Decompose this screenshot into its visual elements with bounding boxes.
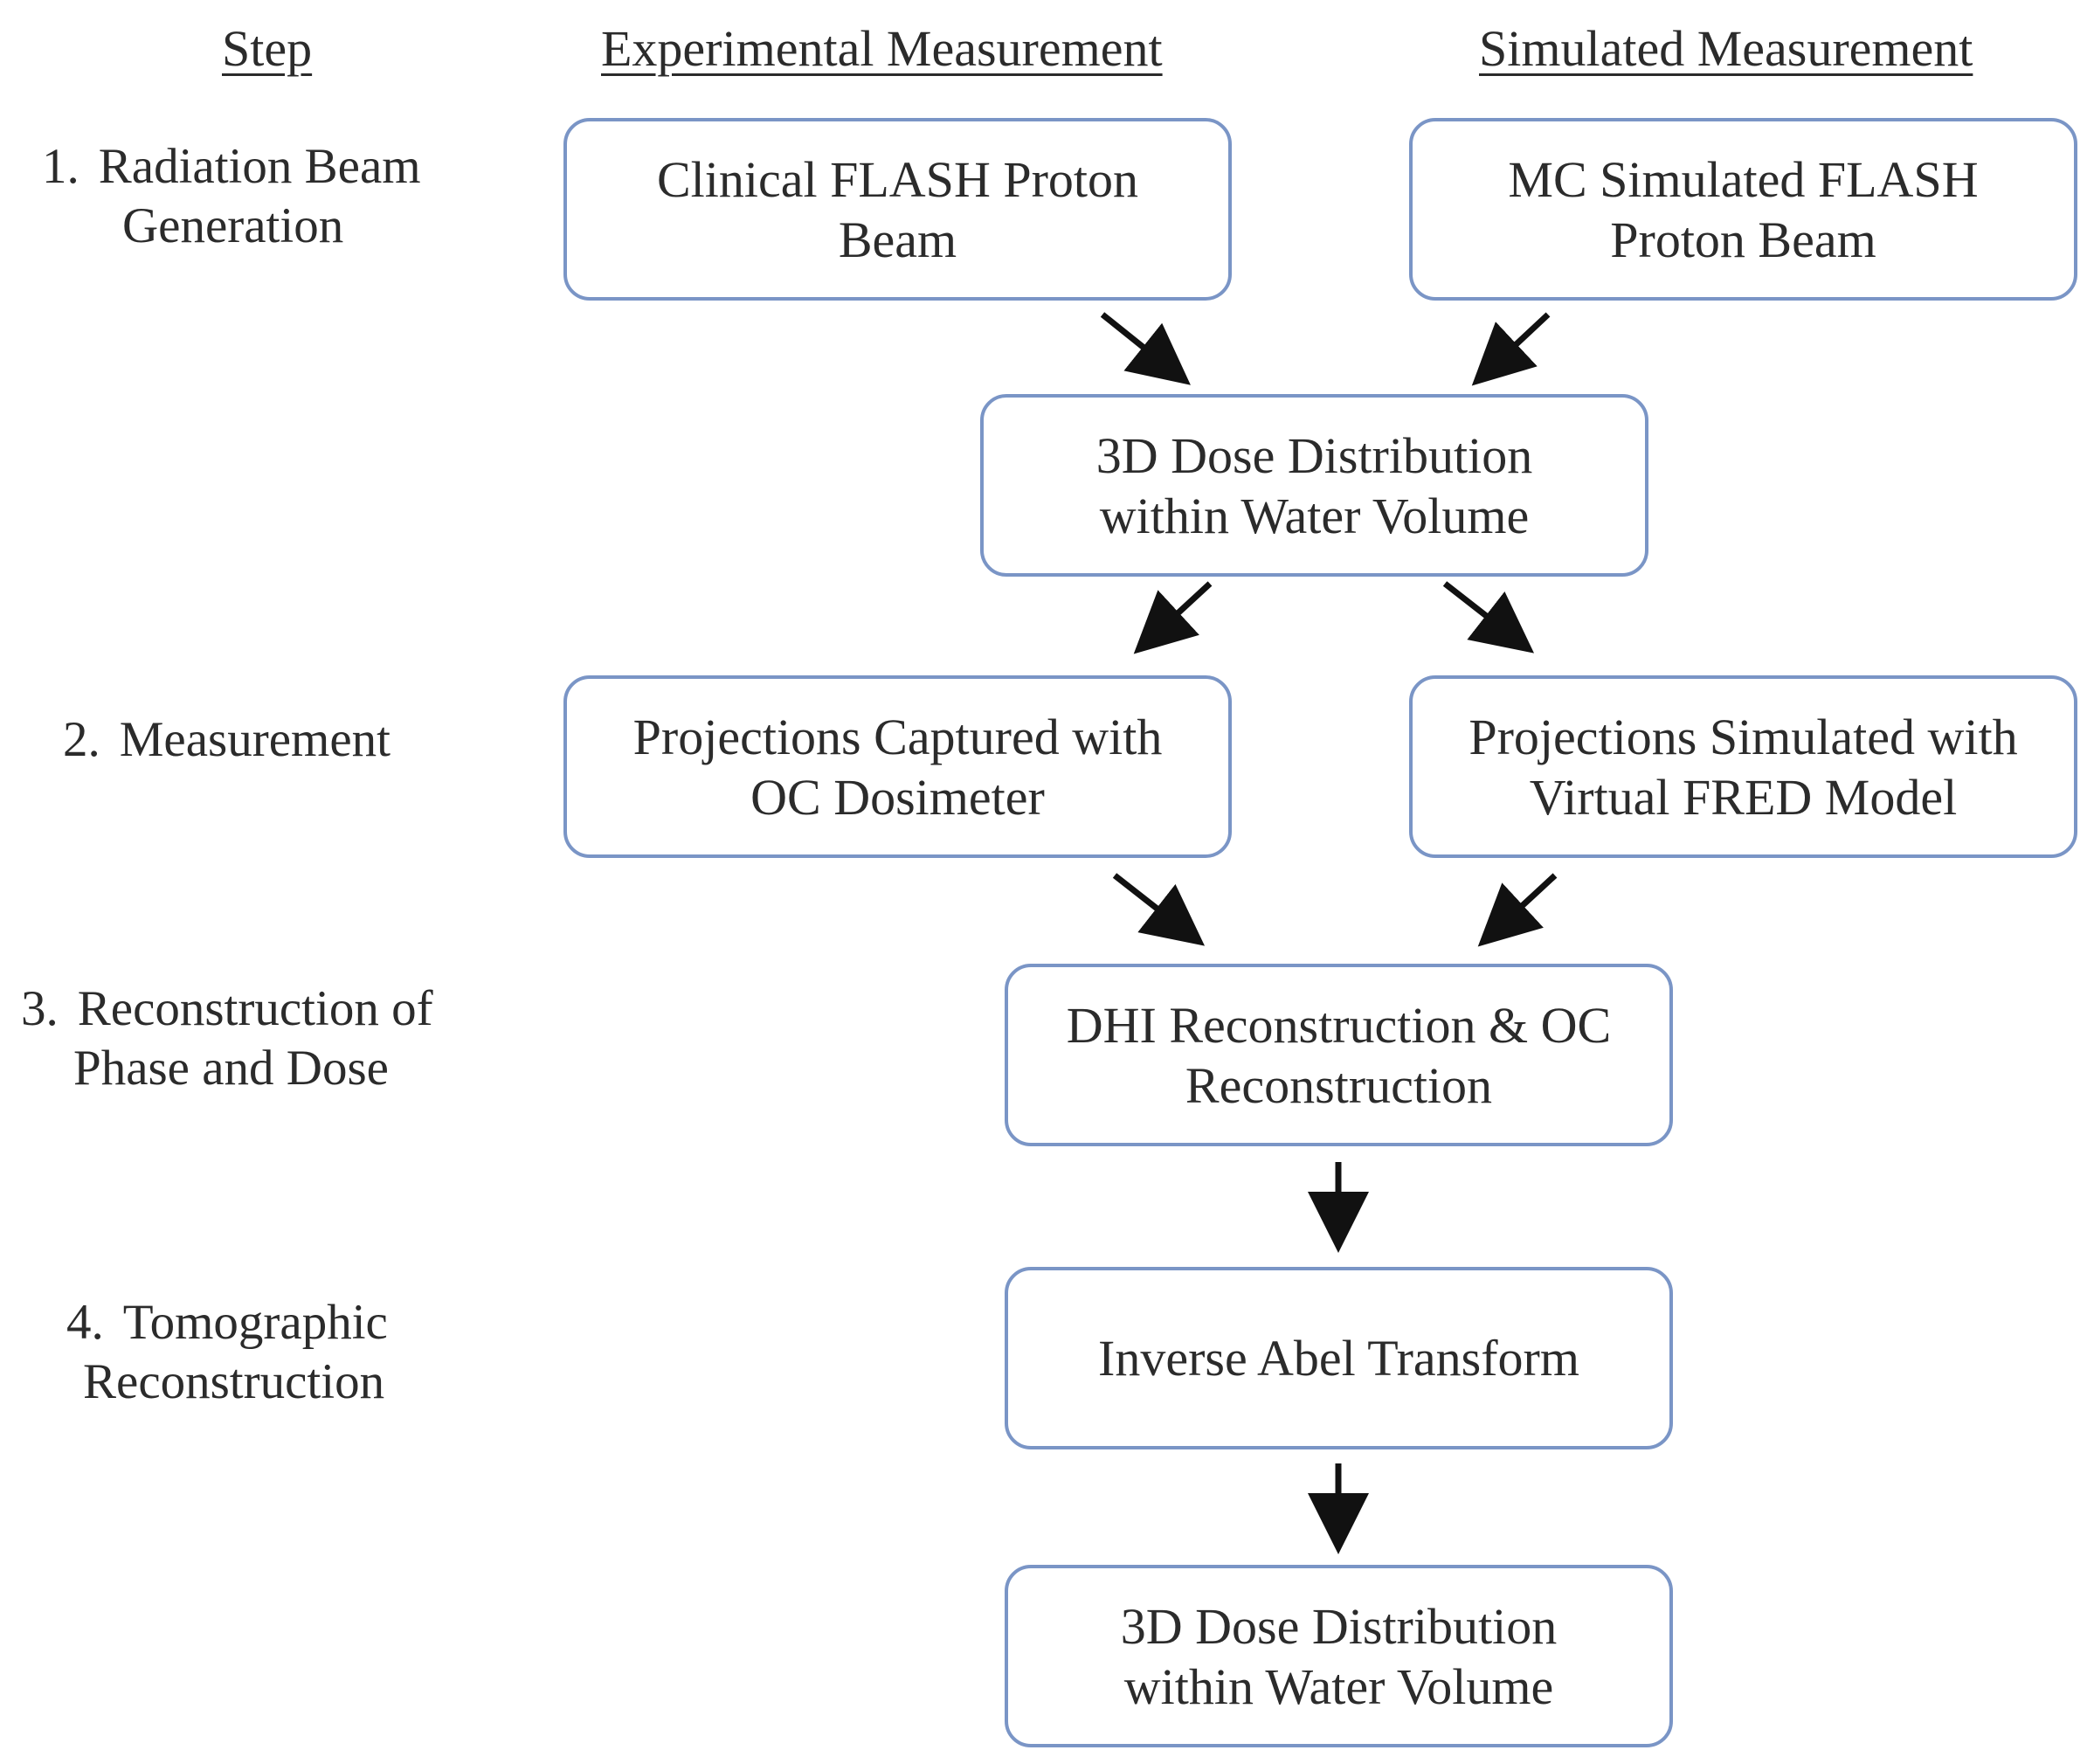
box-line: Inverse Abel Transform — [1098, 1330, 1579, 1387]
step-4-title-line1: Tomographic — [122, 1295, 388, 1350]
box-line: 3D Dose Distribution — [1095, 426, 1533, 484]
box-line: DHI Reconstruction & OC — [1066, 996, 1612, 1054]
box-line: Beam — [838, 211, 957, 268]
mc-simulated-beam-box: MC Simulated FLASH Proton Beam — [1409, 118, 2077, 301]
box-line: OC Dosimeter — [750, 768, 1045, 826]
step-1-title-line1: Radiation Beam — [98, 139, 421, 194]
arrow-mc-to-dose — [1471, 312, 1551, 386]
step-3-title-line2: Phase and Dose — [73, 1041, 389, 1096]
step-4-title-line2: Reconstruction — [83, 1354, 385, 1409]
step-2-number: 2. — [63, 712, 100, 767]
step-column-header: Step — [222, 20, 313, 77]
step-1-title-line2: Generation — [122, 198, 344, 253]
box-line: within Water Volume — [1099, 487, 1530, 544]
box-line: Projections Simulated with — [1469, 708, 2018, 765]
step-4-number: 4. — [66, 1295, 104, 1350]
step-2-label: 2. Measurement — [63, 710, 390, 770]
step-3-label: 3. Reconstruction of Phase and Dose — [21, 979, 433, 1098]
inverse-abel-transform-box: Inverse Abel Transform — [1005, 1267, 1673, 1449]
box-line: Virtual FRED Model — [1529, 768, 1958, 826]
final-dose-distribution-box: 3D Dose Distribution within Water Volume — [1005, 1565, 1673, 1747]
arrow-fred-to-dhi — [1477, 873, 1558, 947]
step-3-title-line1: Reconstruction of — [77, 981, 433, 1036]
box-line: Clinical FLASH Proton — [656, 150, 1139, 208]
arrow-dose-to-fred — [1442, 581, 1535, 654]
dose-distribution-box: 3D Dose Distribution within Water Volume — [980, 394, 1648, 577]
box-line: within Water Volume — [1123, 1657, 1554, 1715]
box-line: 3D Dose Distribution — [1120, 1597, 1558, 1655]
dhi-reconstruction-box: DHI Reconstruction & OC Reconstruction — [1005, 964, 1673, 1146]
projections-oc-dosimeter-box: Projections Captured with OC Dosimeter — [563, 675, 1232, 858]
box-line: Proton Beam — [1610, 211, 1876, 268]
step-2-title-line1: Measurement — [119, 712, 390, 767]
arrow-oc-to-dhi — [1112, 873, 1206, 946]
simulated-column-header: Simulated Measurement — [1479, 20, 1973, 77]
experimental-column-header: Experimental Measurement — [601, 20, 1163, 77]
arrow-clinical-to-dose — [1100, 312, 1191, 385]
step-3-number: 3. — [21, 981, 59, 1036]
clinical-flash-beam-box: Clinical FLASH Proton Beam — [563, 118, 1232, 301]
arrow-dose-to-oc — [1133, 581, 1213, 654]
projections-fred-model-box: Projections Simulated with Virtual FRED … — [1409, 675, 2077, 858]
box-line: Reconstruction — [1185, 1056, 1493, 1114]
step-1-label: 1. Radiation Beam Generation — [42, 137, 421, 256]
box-line: MC Simulated FLASH — [1508, 150, 1979, 208]
box-line: Projections Captured with — [632, 708, 1163, 765]
step-1-number: 1. — [42, 139, 79, 194]
step-4-label: 4. Tomographic Reconstruction — [66, 1293, 388, 1412]
